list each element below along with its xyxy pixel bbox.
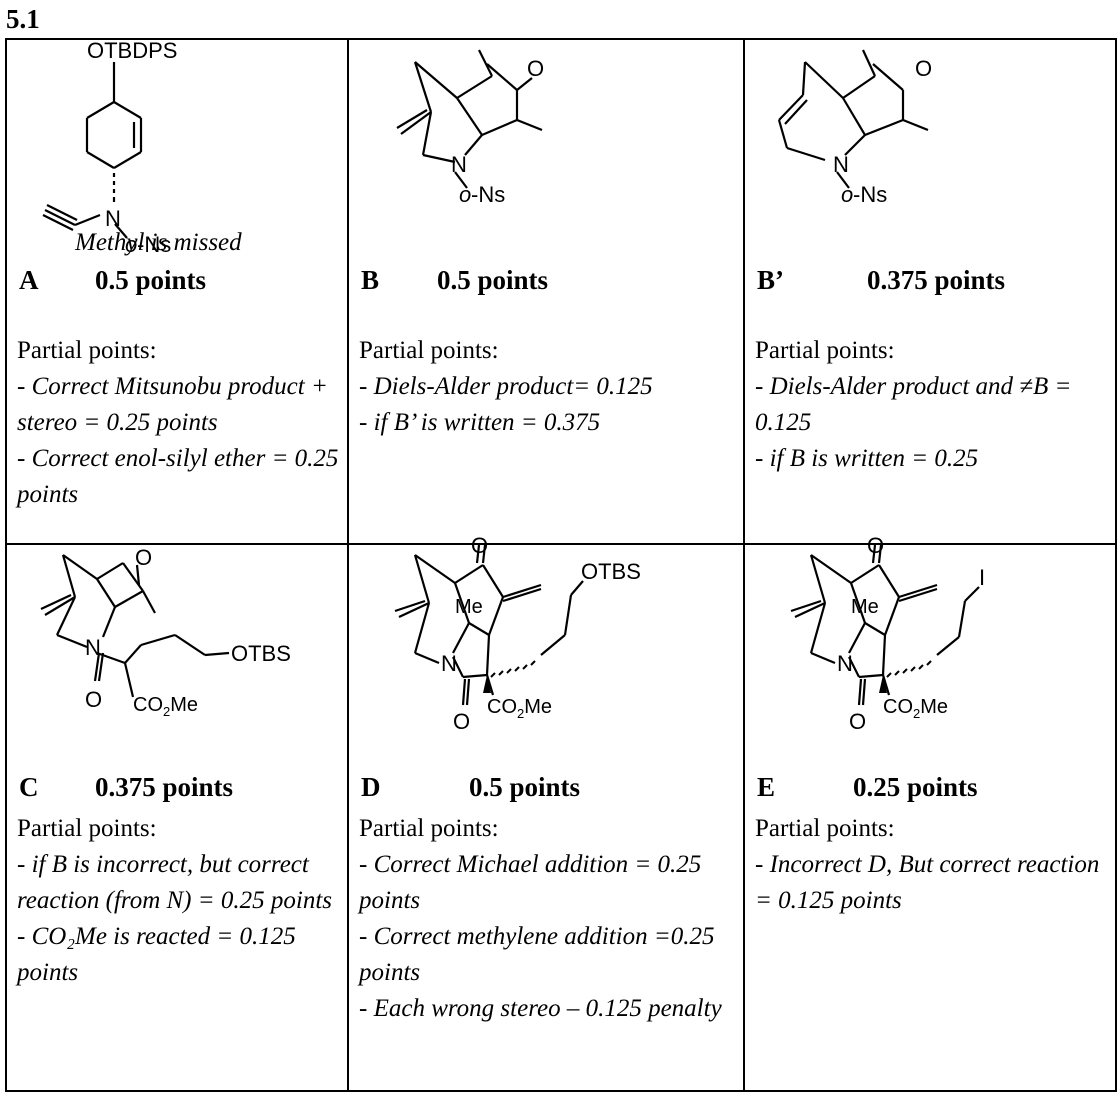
label-o: O — [471, 533, 488, 558]
partial-label: Partial points: — [755, 337, 895, 364]
partial-line: - if B is incorrect, but correct reactio… — [17, 851, 333, 914]
compound-letter: D — [361, 772, 381, 802]
partial-line: - Correct Michael addition = 0.25 points — [359, 851, 702, 914]
label-i: I — [979, 565, 985, 590]
partial-label: Partial points: — [359, 337, 499, 364]
label-o: o — [125, 232, 137, 257]
cell-c-heading: C 0.375 points — [19, 771, 359, 803]
points-value: 0.5 points — [469, 772, 581, 802]
label-o: O — [85, 687, 102, 712]
label-n: N — [451, 152, 467, 177]
partial-line: - Correct enol-silyl ether = 0.25 points — [17, 445, 339, 508]
partial-line: - Correct methylene addition =0.25 point… — [359, 923, 715, 986]
label-n: N — [105, 206, 121, 231]
partial-label: Partial points: — [17, 815, 157, 842]
partial-points: Partial points: - Incorrect D, But corre… — [755, 811, 1107, 919]
label-o: O — [135, 545, 152, 570]
points-value: 0.375 points — [867, 265, 1006, 295]
points-value: 0.375 points — [95, 772, 234, 802]
label-co2me: CO2Me — [133, 694, 198, 719]
label-o-ns: o — [459, 182, 471, 207]
section-number: 5.1 — [6, 4, 40, 34]
cell-b-prime-heading: B’ 0.375 points — [757, 264, 1097, 296]
label-n: N — [85, 635, 101, 660]
label-o: O — [915, 56, 932, 81]
compound-letter: E — [757, 772, 776, 802]
structure-b: O N o -Ns — [396, 49, 544, 207]
partial-line: - if B is written = 0.25 — [755, 445, 979, 472]
label-ns: -Ns — [853, 182, 887, 207]
points-value: 0.25 points — [853, 772, 978, 802]
label-otbs: OTBS — [581, 559, 641, 584]
label-otbdps: OTBDPS — [87, 38, 177, 63]
partial-line: - Incorrect D, But correct reaction = 0.… — [755, 851, 1100, 914]
label-n: N — [833, 152, 849, 177]
note-methyl-missed: Methyl is missed — [75, 229, 242, 256]
label-ns: -Ns — [137, 232, 171, 257]
partial-points: Partial points: - Diels-Alder product= 0… — [359, 333, 735, 441]
partial-points: Partial points: - Diels-Alder product an… — [755, 333, 1107, 477]
structure-d: O Me OTBS N O CO2Me — [394, 533, 641, 734]
cell-a-heading: A 0.5 points — [19, 264, 359, 296]
label-o: O — [527, 56, 544, 81]
partial-line: - Each wrong stereo – 0.125 penalty — [359, 995, 722, 1022]
partial-line: - Diels-Alder product and ≠B = 0.125 — [755, 373, 1072, 436]
cell-e-heading: E 0.25 points — [757, 771, 1097, 803]
label-ns: -Ns — [471, 182, 505, 207]
cell-b-prime: O N o -Ns B’ 0.375 points Partial points:… — [743, 38, 1117, 545]
partial-label: Partial points: — [17, 337, 157, 364]
partial-points: Partial points: - Correct Mitsunobu prod… — [17, 333, 339, 513]
label-co2me: CO2Me — [487, 696, 552, 721]
grading-table: OTBDPS N o -Ns Methyl is missed A 0.5 poi… — [5, 38, 1117, 1092]
partial-label: Partial points: — [359, 815, 499, 842]
partial-line: - Correct Mitsunobu product + stereo = 0… — [17, 373, 328, 436]
partial-label: Partial points: — [755, 815, 895, 842]
label-co2me: CO2Me — [883, 696, 948, 721]
structure-c: O N OTBS O CO2Me — [40, 545, 291, 719]
cell-b-heading: B 0.5 points — [361, 264, 701, 296]
label-otbs: OTBS — [231, 641, 291, 666]
label-n: N — [441, 651, 457, 676]
structure-e: O Me I N O CO2Me — [790, 533, 985, 734]
label-o: O — [867, 533, 884, 558]
compound-letter: A — [19, 265, 39, 295]
cell-d: O Me OTBS N O CO2Me D 0.5 points Partial … — [347, 533, 745, 1092]
partial-points: Partial points: - Correct Michael additi… — [359, 811, 735, 1027]
cell-c: O N OTBS O CO2Me C 0.375 points Partial p… — [5, 543, 349, 1092]
label-o: O — [453, 709, 470, 734]
points-value: 0.5 points — [95, 265, 207, 295]
cell-e: O Me I N O CO2Me E 0.25 points Partial po… — [743, 533, 1117, 1092]
compound-letter: B — [361, 265, 380, 295]
points-value: 0.5 points — [437, 265, 549, 295]
partial-line: - CO₂Me is reacted = 0.125 points — [17, 923, 296, 986]
partial-line: - if B’ is written = 0.375 — [359, 409, 601, 436]
label-me: Me — [851, 596, 879, 618]
cell-d-heading: D 0.5 points — [361, 771, 701, 803]
compound-letter: B’ — [757, 265, 784, 295]
cell-a: OTBDPS N o -Ns Methyl is missed A 0.5 poi… — [5, 38, 349, 545]
label-o: O — [849, 709, 866, 734]
partial-points: Partial points: - if B is incorrect, but… — [17, 811, 339, 991]
structure-a: OTBDPS N o -Ns — [42, 38, 177, 257]
partial-line: - Diels-Alder product= 0.125 — [359, 373, 653, 400]
compound-letter: C — [19, 772, 39, 802]
label-n: N — [837, 651, 853, 676]
structure-b-prime: O N o -Ns — [777, 49, 932, 207]
label-o-ns: o — [841, 182, 853, 207]
cell-b: O N o -Ns B 0.5 points Partial points: - … — [347, 38, 745, 545]
label-me: Me — [455, 596, 483, 618]
